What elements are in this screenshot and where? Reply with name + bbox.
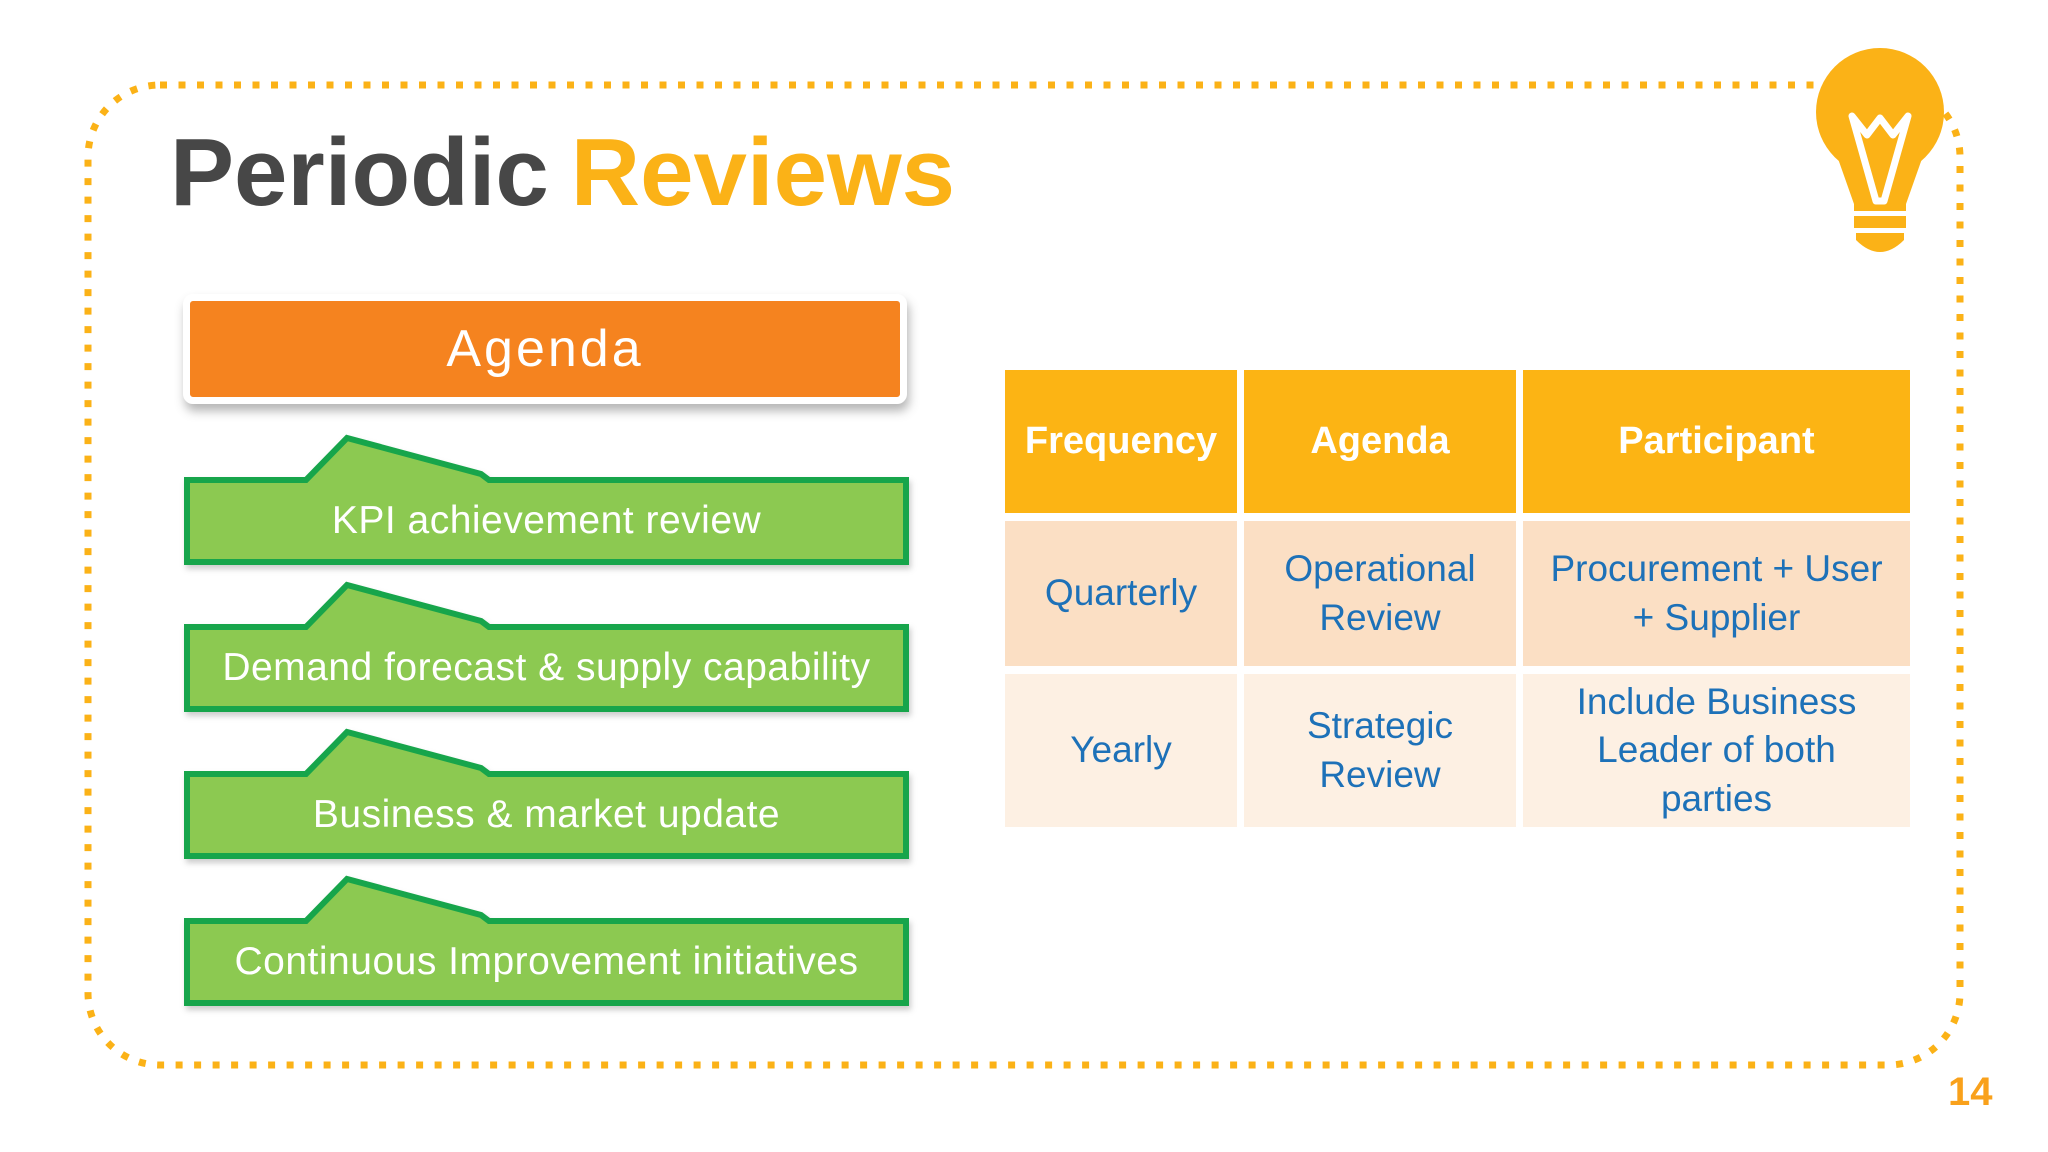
table-cell-participant: Include Business Leader of both parties (1523, 674, 1910, 827)
banner-shape (184, 728, 909, 859)
agenda-header-label: Agenda (446, 320, 644, 378)
agenda-item-label: KPI achievement review (331, 499, 762, 542)
review-table: Frequency Agenda Participant Quarterly O… (1005, 370, 1910, 827)
table-cell-text: Procurement + User + Supplier (1550, 548, 1883, 638)
table-cell-frequency: Yearly (1005, 674, 1237, 827)
agenda-item-label: Continuous Improvement initiatives (234, 940, 859, 983)
page-title-accent: Reviews (570, 119, 956, 226)
table-cell-text: Include Business Leader of both parties (1576, 681, 1857, 819)
table-header-label: Participant (1618, 420, 1815, 462)
agenda-item-banner: Continuous Improvement initiatives (184, 875, 909, 1006)
agenda-item-label: Demand forecast & supply capability (222, 646, 871, 689)
banner-shape (184, 581, 909, 712)
table-header-frequency: Frequency (1005, 370, 1237, 513)
table-header-label: Agenda (1310, 420, 1450, 462)
table-cell-text: Operational Review (1284, 548, 1476, 638)
table-cell-agenda: Operational Review (1244, 521, 1516, 666)
agenda-item-banner: KPI achievement review (184, 434, 909, 565)
banner-shape (184, 434, 909, 565)
table-cell-text: Yearly (1070, 729, 1172, 771)
table-cell-participant: Procurement + User + Supplier (1523, 521, 1910, 666)
agenda-item-banner: Business & market update (184, 728, 909, 859)
table-cell-text: Strategic Review (1306, 705, 1453, 795)
table-cell-text: Quarterly (1044, 572, 1198, 614)
table-cell-frequency: Quarterly (1005, 521, 1237, 666)
page-number: 14 (1948, 1070, 1993, 1114)
lightbulb-icon (1816, 48, 1944, 252)
table-header-agenda: Agenda (1244, 370, 1516, 513)
agenda-header-card: Agenda (183, 294, 907, 404)
banner-shape (184, 875, 909, 1006)
agenda-item-label: Business & market update (312, 793, 781, 836)
table-header-participant: Participant (1523, 370, 1910, 513)
table-header-label: Frequency (1024, 420, 1218, 462)
table-cell-agenda: Strategic Review (1244, 674, 1516, 827)
agenda-item-banner: Demand forecast & supply capability (184, 581, 909, 712)
page-title-primary: Periodic (170, 119, 549, 226)
